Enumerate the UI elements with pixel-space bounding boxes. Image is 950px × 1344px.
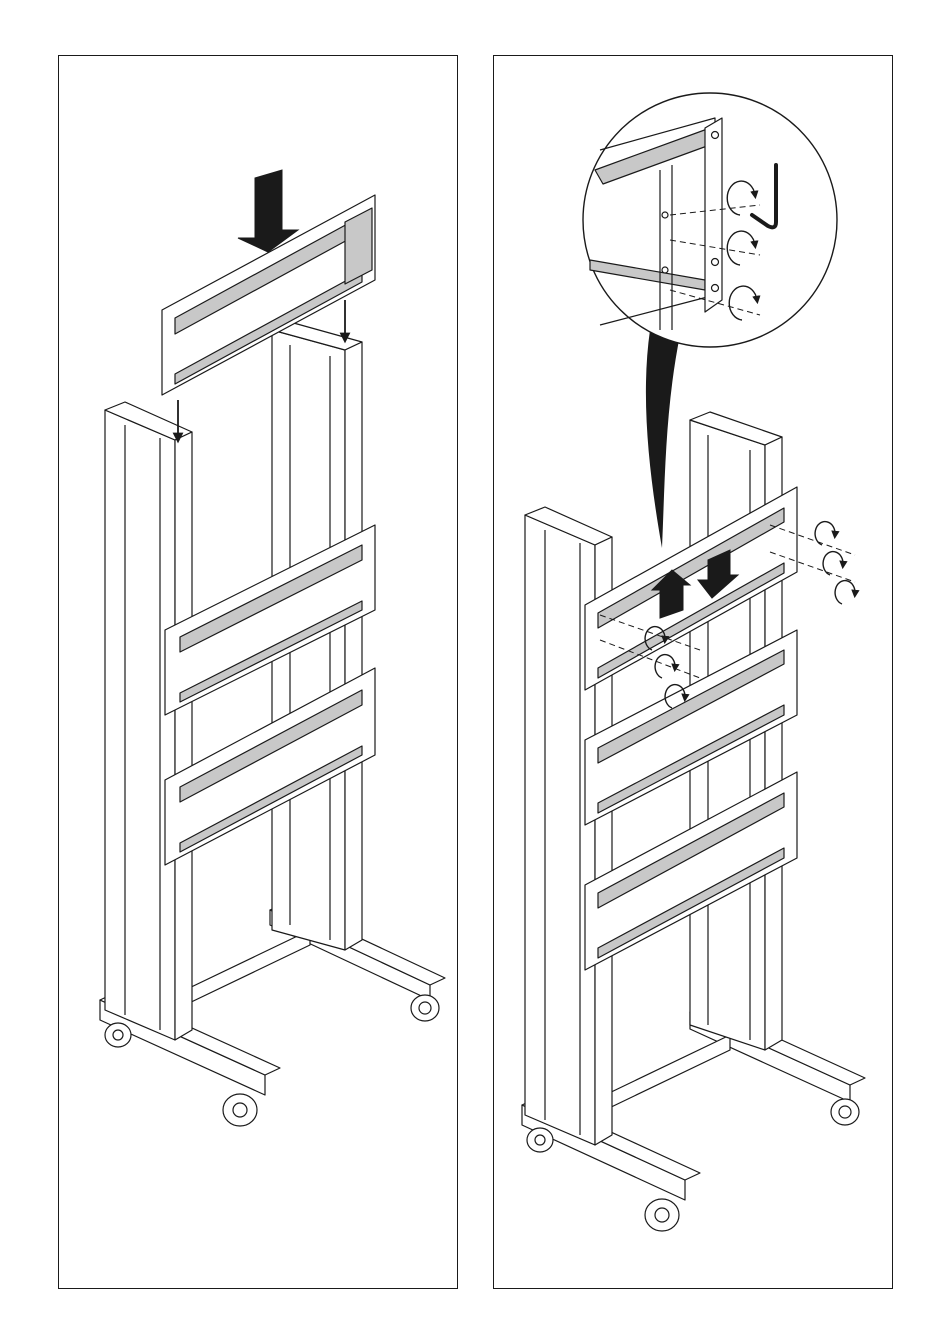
wheel-back-right — [831, 1099, 859, 1125]
wheel-front-right — [223, 1094, 257, 1126]
base-crossbar — [185, 930, 310, 1005]
down-arrow-large — [238, 170, 298, 252]
wheel-front-left — [105, 1023, 131, 1047]
rack-left — [100, 195, 445, 1126]
rack-right — [522, 412, 865, 1231]
rotate-icon — [655, 655, 675, 678]
wheel-front-left — [527, 1128, 553, 1152]
wheel-back-right — [411, 995, 439, 1021]
detail-magnifier — [583, 93, 837, 347]
base-crossbar — [605, 1035, 730, 1110]
magnifier-pointer — [646, 330, 680, 548]
wheel-front-right — [645, 1199, 679, 1231]
rotate-icon — [835, 581, 855, 604]
upright-front — [105, 402, 192, 1040]
rotate-icon — [823, 552, 843, 575]
